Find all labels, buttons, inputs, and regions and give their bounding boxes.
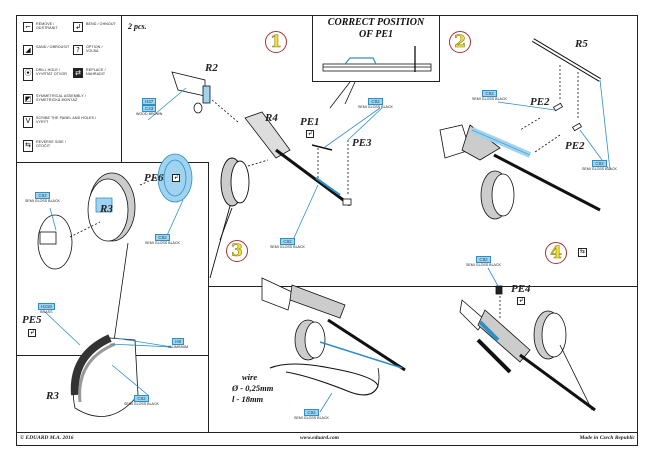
paint-callout-pe6: C92 Semi Gloss Black: [145, 234, 180, 245]
paint-callout-drum-face: C92 Semi Gloss Black: [124, 395, 159, 406]
drum-r3-bottom-drawing: [44, 311, 173, 417]
quantity-note: 2 pcs.: [128, 22, 147, 31]
paint-callout-pe1-pe3: C92 Semi Gloss Black: [358, 98, 393, 109]
paint-callout-pe2-lower: C92 Semi Gloss Black: [582, 160, 617, 171]
legend-item-scribe: V Scribe the panel and holes / Vyrýt: [23, 116, 106, 128]
callout-barrel-detail: [322, 46, 432, 109]
legend-item-option: ? Option / Volba: [73, 45, 116, 55]
copyright-text: © EDUARD M.A. 2016: [20, 435, 74, 441]
replace-icon: ⇄: [73, 68, 83, 78]
bend-icon: ↲: [28, 329, 36, 337]
part-label-r3-bottom: R3: [46, 390, 59, 402]
part-label-r5: R5: [575, 38, 588, 50]
step-3-assembly-drawing: [261, 277, 406, 413]
bend-icon: ↲: [73, 22, 83, 32]
stock-r2-drawing: [147, 71, 239, 123]
bend-icon: ↲: [306, 130, 314, 138]
step-4-assembly-drawing: [459, 267, 596, 412]
symmetrical-assembly-icon: ◩: [23, 94, 33, 104]
legend-item-replace: ⇄ Replace / Nahradit: [73, 68, 116, 78]
paint-callout-pe4: C92 Semi Gloss Black: [466, 256, 501, 267]
drum-r3-detail-drawing: [37, 153, 193, 356]
legend-item-sand: ◢ Sand / Obrousit: [23, 45, 69, 55]
step-3-marker: 3: [226, 240, 248, 262]
paint-callout-wire: C92 Semi Gloss Black: [294, 409, 329, 420]
paint-callout-aluminium: H8 Aluminium: [168, 338, 189, 349]
part-label-r3-detail: R3: [100, 203, 113, 215]
legend-item-symmetrical: ◩ Symmetrical assembly / Symetrická mont…: [23, 94, 86, 104]
part-label-pe5: PE5: [22, 314, 42, 326]
scribe-icon: V: [23, 116, 33, 128]
legend-item-remove: ⌐ Remove / Odstranit: [23, 22, 70, 32]
legend-item-reverse-side: ⇆ Reverse side / Otočit: [23, 140, 76, 152]
part-label-r4: R4: [265, 112, 278, 124]
part-label-pe6: PE6: [144, 172, 164, 184]
sand-icon: ◢: [23, 45, 33, 55]
drum-magazine-drawing: [209, 157, 269, 279]
bend-icon: ↲: [172, 174, 180, 182]
paint-callout-wood-brown: H37 C43 Wood Brown: [136, 98, 163, 116]
wire-diameter: Ø - 0,25mm: [232, 383, 274, 393]
receiver-r4-drawing: [244, 107, 383, 241]
paint-callout-brass: H219 Brass: [38, 303, 55, 315]
paint-callout-pe2-upper: C92 Semi Gloss Black: [472, 90, 507, 101]
paint-callout-pe5: C92 Semi Gloss Black: [25, 192, 60, 203]
step-2-assembly-drawing: [439, 38, 611, 220]
part-label-pe1: PE1: [300, 116, 320, 128]
divider-steps-3-4: [208, 286, 638, 433]
part-label-pe4: PE4: [511, 283, 531, 295]
step-2-marker: 2: [449, 31, 471, 53]
callout-title: CORRECT POSITION OF PE1: [327, 17, 425, 40]
reverse-side-icon: ⇆: [23, 140, 33, 152]
footer-bar: [16, 432, 638, 446]
option-icon: ?: [73, 45, 83, 55]
origin-text: Made in Czech Republic: [579, 435, 635, 441]
part-label-pe3: PE3: [352, 137, 372, 149]
part-label-r2: R2: [205, 62, 218, 74]
remove-icon: ⌐: [23, 22, 33, 32]
website-link[interactable]: www.eduard.com: [300, 435, 339, 441]
step-4-marker: 4: [545, 242, 567, 264]
part-label-pe2-upper: PE2: [530, 96, 550, 108]
legend-item-bend: ↲ Bend / Ohnout: [73, 22, 116, 32]
wire-label: wire: [242, 372, 258, 382]
wire-spec: wire Ø - 0,25mm l - 18mm: [232, 372, 273, 405]
step-1-marker: 1: [265, 31, 287, 53]
drill-hole-icon: ⦿: [23, 68, 33, 81]
legend-item-drill-hole: ⦿ Drill hole / Vyvrtat otvor: [23, 68, 70, 81]
paint-callout-barrel: C92 Semi Gloss Black: [270, 238, 305, 249]
reverse-side-icon: ⇆: [578, 248, 587, 257]
wire-length: l - 18mm: [232, 394, 264, 404]
bend-icon: ↲: [517, 297, 525, 305]
part-label-pe2-lower: PE2: [565, 140, 585, 152]
